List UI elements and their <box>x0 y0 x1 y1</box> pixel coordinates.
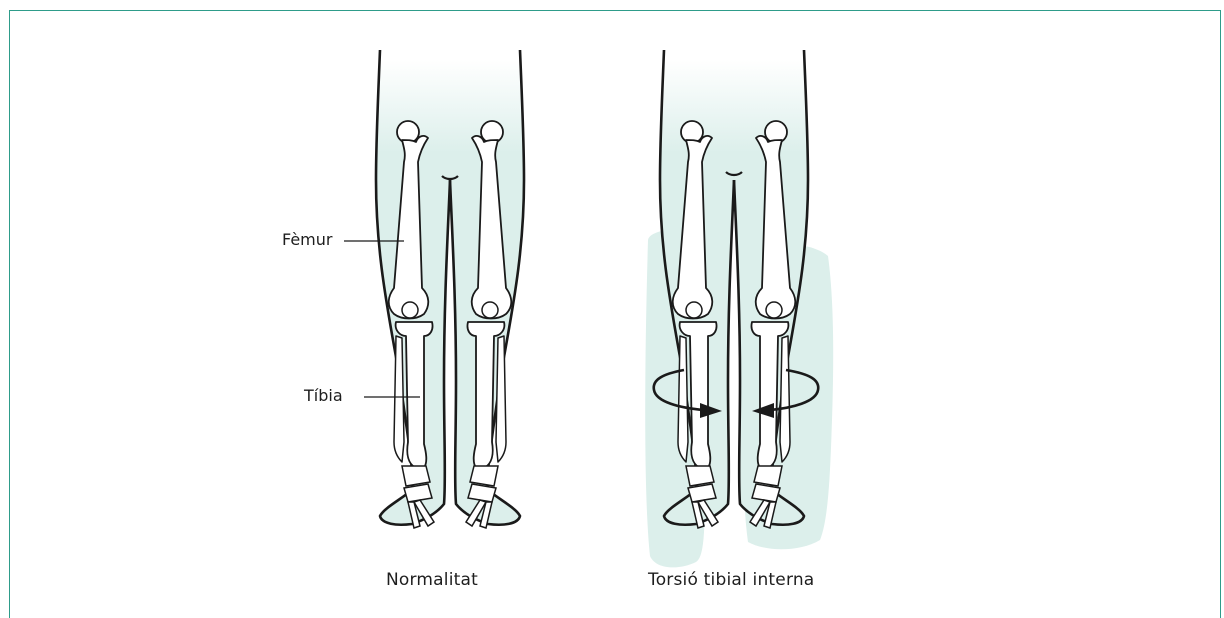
caption-normal: Normalitat <box>386 570 478 590</box>
femur-label: Fèmur <box>282 230 332 249</box>
caption-torsion: Torsió tibial interna <box>648 570 814 590</box>
torsion-legs <box>645 50 833 567</box>
tibia-label: Tíbia <box>304 386 343 405</box>
normal-legs <box>344 50 524 528</box>
